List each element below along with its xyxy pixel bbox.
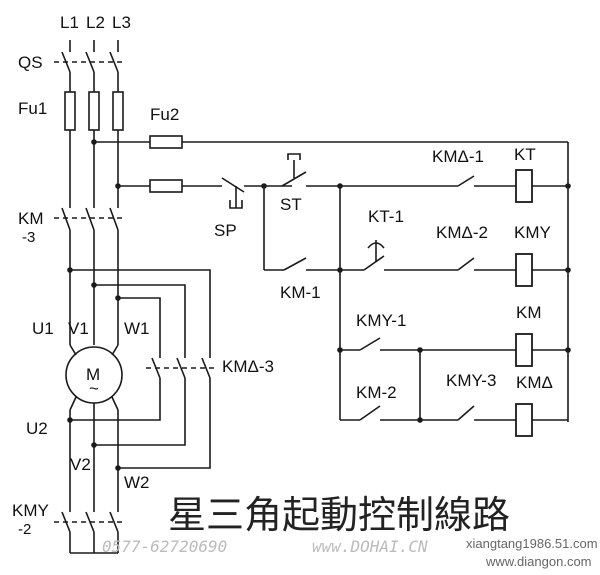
watermark-site: www.DOHAI.CN (312, 537, 428, 556)
sp-label: SP (214, 221, 237, 240)
sp-stop-button (221, 177, 245, 209)
kmy2-star-contacts (54, 511, 122, 533)
kmd-coil (515, 403, 533, 437)
coil-kmd-label: KMΔ (516, 373, 553, 392)
w2-label: W2 (124, 473, 150, 492)
watermark-site2: xiangtang1986.51.com (466, 536, 598, 551)
km-main-contacts (54, 207, 122, 231)
control-circuit (94, 135, 571, 437)
kt1-label: KT-1 (368, 207, 404, 226)
u1-label: U1 (32, 319, 54, 338)
kmd3-label: KMΔ-3 (222, 357, 274, 376)
v1-label: V1 (68, 319, 89, 338)
coil-kmy-label: KMY (514, 223, 551, 242)
fu2-label: Fu2 (150, 105, 179, 124)
km-main-label: KM (18, 209, 44, 228)
st-start-button (281, 153, 307, 187)
watermark-phone: 0577-62720690 (102, 537, 227, 556)
kmy-bottom-sub-label: -2 (18, 521, 31, 538)
l1-label: L1 (60, 13, 79, 32)
motor-tilde-label: ~ (89, 379, 99, 398)
st-label: ST (280, 195, 302, 214)
kmd1-label: KMΔ-1 (432, 147, 484, 166)
coil-kt-label: KT (514, 145, 536, 164)
kmd2-label: KMΔ-2 (436, 223, 488, 242)
kmd3-contacts (146, 357, 216, 379)
km-coil (515, 333, 533, 367)
labels: L1 L2 L3 QS Fu1 Fu2 KM -3 U1 V1 W1 M ~ K… (12, 13, 553, 538)
qs-label: QS (18, 53, 43, 72)
w1-label: W1 (124, 319, 150, 338)
qs-isolator-switch (54, 51, 122, 73)
kmy3-label: KMY-3 (446, 371, 496, 390)
kmy-coil (515, 253, 533, 287)
power-circuit (54, 40, 216, 554)
km1-label: KM-1 (280, 283, 321, 302)
v2-label: V2 (70, 455, 91, 474)
kt-coil (515, 169, 533, 203)
motor (65, 344, 123, 411)
km-main-sub-label: -3 (22, 229, 35, 246)
motor-label: M (86, 365, 100, 384)
fu1-fuses (64, 91, 124, 131)
l3-label: L3 (112, 13, 131, 32)
watermark-site3: www.diangon.com (485, 554, 592, 569)
u2-label: U2 (26, 419, 48, 438)
coil-km-label: KM (516, 303, 542, 322)
fu1-label: Fu1 (18, 99, 47, 118)
diagram-title: 星三角起動控制線路 (168, 493, 510, 537)
km2-label: KM-2 (356, 383, 397, 402)
l2-label: L2 (86, 13, 105, 32)
kmy1-label: KMY-1 (356, 311, 406, 330)
kmy-bottom-label: KMY (12, 501, 49, 520)
